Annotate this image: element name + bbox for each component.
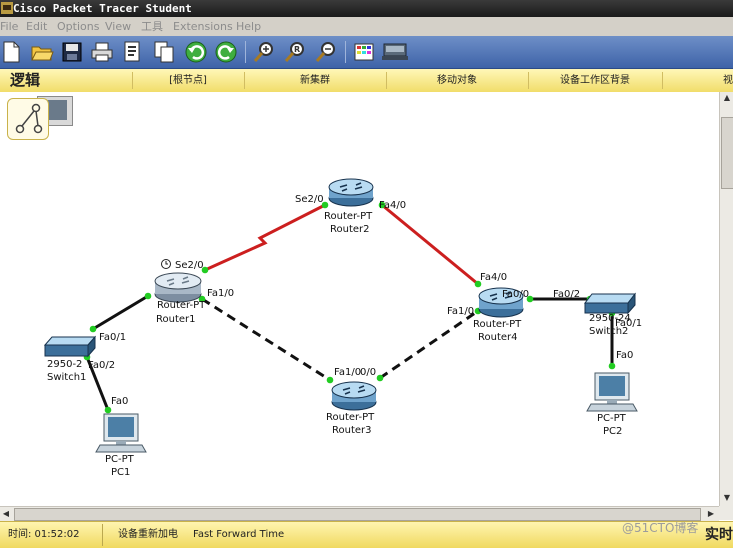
router1-icon[interactable] [154, 272, 202, 303]
logical-workspace[interactable]: Router-PT Router2 Router-PT Router1 Rout… [0, 92, 719, 506]
crossover-link-r3-r4[interactable] [379, 309, 479, 380]
port-label-r4-fa0: Fa0/0 [502, 289, 529, 300]
port-label-r1-fa0: Fa0/0 [152, 300, 179, 311]
zoom-reset-icon[interactable]: R [283, 40, 307, 64]
workspace-ribbon: 逻辑 [根节点] 新集群 移动对象 设备工作区背景 视 [0, 69, 733, 93]
undo-icon[interactable] [184, 40, 208, 64]
port-label-s1-down: Fa0/2 [88, 360, 115, 371]
realtime-mode-tab[interactable]: 实时 [705, 527, 733, 543]
scroll-up-icon[interactable]: ▲ [723, 93, 731, 102]
pc2-icon[interactable] [586, 372, 638, 412]
print-icon[interactable] [90, 40, 114, 64]
pc1-icon[interactable] [95, 413, 147, 453]
serial-link-r1-r2[interactable] [204, 203, 326, 272]
menu-view[interactable]: View [105, 20, 132, 33]
router4-name-label: Router4 [478, 332, 518, 343]
zoom-out-icon[interactable] [314, 40, 338, 64]
port-label-s2-down: Fa0/1 [615, 318, 642, 329]
serial-link-r2-r4[interactable] [381, 203, 479, 286]
scroll-down-icon[interactable]: ▼ [723, 493, 731, 502]
menu-extensions[interactable]: Extensions [173, 20, 233, 33]
port-label-pc2: Fa0 [616, 350, 633, 361]
port-label-pc1: Fa0 [111, 396, 128, 407]
menu-tools[interactable]: 工具 [141, 20, 163, 33]
switch1-model-label: 2950-2 [47, 359, 82, 370]
clock-icon [161, 259, 171, 269]
port-label-s2-left: Fa0/2 [553, 289, 580, 300]
simulation-status-bar: 时间: 01:52:02 设备重新加电 Fast Forward Time 实时 [0, 521, 733, 548]
zoom-in-icon[interactable] [252, 40, 276, 64]
pc2-model-label: PC-PT [597, 413, 627, 424]
viewport-button[interactable]: 视 [723, 75, 733, 86]
crossover-link-r1-r3[interactable] [201, 297, 331, 382]
main-toolbar: R [0, 36, 733, 69]
port-label-r3-fa1: Fa1/0 [334, 367, 361, 378]
save-icon[interactable] [60, 40, 84, 64]
scroll-left-icon[interactable]: ◀ [2, 509, 10, 518]
watermark-text: @51CTO博客 [622, 521, 699, 535]
router3-icon[interactable] [331, 381, 377, 411]
port-label-r2-fa: Fa4/0 [379, 200, 406, 211]
port-label-s1-up: Fa0/1 [99, 332, 126, 343]
horizontal-scroll-thumb[interactable] [14, 508, 701, 521]
sim-time-label: 时间: 01:52:02 [8, 529, 80, 540]
power-cycle-button[interactable]: 设备重新加电 [118, 529, 178, 540]
pc1-name-label: PC1 [111, 467, 130, 478]
scroll-corner [719, 506, 733, 520]
topology-mini-icon [15, 103, 43, 134]
router2-name-label: Router2 [330, 224, 370, 235]
logical-view-icon[interactable] [7, 98, 49, 140]
port-label-r2-se: Se2/0 [295, 194, 324, 205]
router2-icon[interactable] [328, 178, 374, 207]
menu-edit[interactable]: Edit [26, 20, 48, 33]
router4-icon[interactable] [478, 287, 524, 318]
port-label-r4-fa4: Fa4/0 [480, 272, 507, 283]
redo-icon[interactable] [214, 40, 238, 64]
new-icon[interactable] [0, 40, 24, 64]
menu-file[interactable]: File [0, 20, 19, 33]
app-icon [1, 2, 13, 14]
port-label-r1-se: Se2/0 [175, 260, 204, 271]
move-object-button[interactable]: 移动对象 [437, 75, 477, 86]
wizard-icon[interactable] [121, 40, 145, 64]
horizontal-scrollbar[interactable]: ◀ ▶ [0, 506, 719, 521]
switch1-name-label: Switch1 [47, 372, 86, 383]
switch2-model-label: 2950-24 [589, 313, 631, 324]
scroll-right-icon[interactable]: ▶ [707, 509, 715, 518]
new-cluster-button[interactable]: 新集群 [300, 75, 330, 86]
open-icon[interactable] [30, 40, 54, 64]
ethernet-link-switch1-pc1[interactable] [85, 356, 110, 411]
menu-bar: File Edit Options View 工具 Extensions Hel… [0, 17, 733, 36]
set-background-button[interactable]: 设备工作区背景 [560, 75, 630, 86]
root-node-button[interactable]: [根节点] [169, 75, 207, 86]
pc2-name-label: PC2 [603, 426, 622, 437]
router1-name-label: Router1 [156, 314, 196, 325]
palette-icon[interactable] [352, 40, 376, 64]
title-bar: Cisco Packet Tracer Student [0, 0, 733, 17]
device-icon[interactable] [382, 40, 408, 64]
port-label-r3-fa0: 0/0 [360, 367, 376, 378]
menu-help[interactable]: Help [236, 20, 262, 33]
copy-icon[interactable] [152, 40, 176, 64]
ethernet-link-r1-switch1[interactable] [92, 294, 149, 331]
router1-model-label: Router-PT [157, 300, 206, 311]
port-label-r4-fa1: Fa1/0 [447, 306, 474, 317]
window-title: Cisco Packet Tracer Student [13, 2, 192, 15]
router3-name-label: Router3 [332, 425, 372, 436]
menu-options[interactable]: Options [57, 20, 100, 33]
port-label-r1-fa1: Fa1/0 [207, 288, 234, 299]
switch1-icon[interactable] [43, 335, 97, 358]
router4-model-label: Router-PT [473, 319, 522, 330]
fast-forward-button[interactable]: Fast Forward Time [193, 529, 285, 540]
switch2-icon[interactable] [583, 292, 637, 315]
vertical-scroll-thumb[interactable] [721, 117, 733, 189]
logical-mode-label[interactable]: 逻辑 [10, 71, 41, 89]
pc1-model-label: PC-PT [105, 454, 135, 465]
vertical-scrollbar[interactable]: ▲ ▼ [719, 92, 733, 506]
router2-model-label: Router-PT [324, 211, 373, 222]
svg-text:R: R [294, 45, 300, 54]
topology-diagram: Router-PT Router2 Router-PT Router1 Rout… [43, 178, 642, 478]
switch2-name-label: Switch2 [589, 326, 628, 337]
router3-model-label: Router-PT [326, 412, 375, 423]
